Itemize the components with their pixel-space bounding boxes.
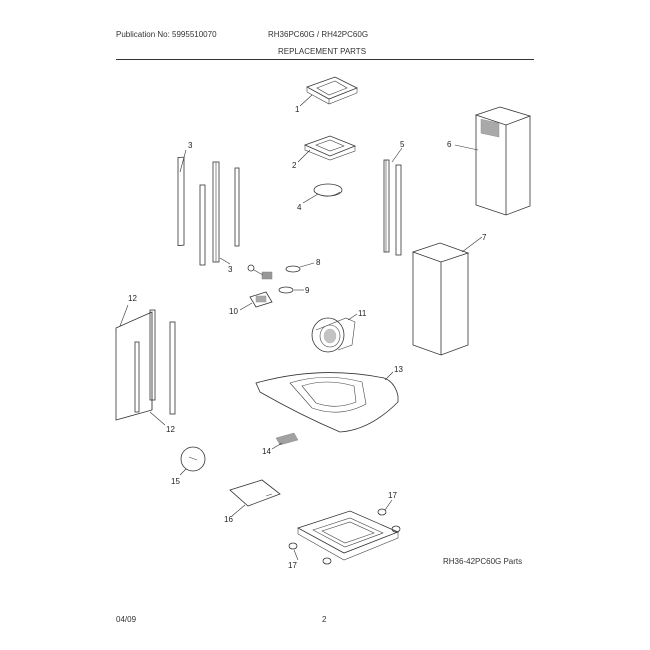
callout-1: 1 <box>295 105 300 114</box>
publication-number: Publication No: 5995510070 <box>116 30 217 39</box>
callout-17-bottom: 17 <box>288 561 297 570</box>
part-2-frame <box>297 135 357 163</box>
section-title: REPLACEMENT PARTS <box>278 47 367 56</box>
callout-3-bottom: 3 <box>228 265 233 274</box>
header-rule <box>116 59 534 60</box>
callout-11: 11 <box>358 309 367 318</box>
callout-12-bottom: 12 <box>166 425 175 434</box>
part-5-channel-rails <box>383 147 403 256</box>
callout-6: 6 <box>447 140 452 149</box>
callout-8: 8 <box>316 258 321 267</box>
callout-3-top: 3 <box>188 141 193 150</box>
callout-12-top: 12 <box>128 294 137 303</box>
page-number: 2 <box>322 615 327 624</box>
part-14-control <box>271 432 299 450</box>
callout-17-top: 17 <box>388 491 397 500</box>
callout-14: 14 <box>262 447 271 456</box>
part-12-side-brackets <box>115 304 176 426</box>
part-1-top-frame <box>299 76 358 107</box>
model-numbers: RH36PC60G / RH42PC60G <box>268 30 369 39</box>
callout-2: 2 <box>292 161 297 170</box>
part-8-bulb <box>285 262 315 273</box>
diagram-caption: RH36-42PC60G Parts <box>443 557 523 566</box>
part-15-label-disc <box>179 446 206 476</box>
callout-5: 5 <box>400 140 405 149</box>
part-17-bottom-frame <box>288 499 401 565</box>
callout-9: 9 <box>305 286 310 295</box>
part-13-hood-canopy <box>255 371 399 433</box>
part-4-disc <box>302 183 343 204</box>
callout-7: 7 <box>482 233 487 242</box>
callout-13: 13 <box>394 365 403 374</box>
callout-15: 15 <box>171 477 180 486</box>
part-10-switch <box>239 291 273 311</box>
footer-date: 04/09 <box>116 615 137 624</box>
part-9-socket <box>247 264 304 294</box>
part-3-channel-rails <box>177 149 240 266</box>
callout-10: 10 <box>229 307 238 316</box>
callout-4: 4 <box>297 203 302 212</box>
part-7-lower-chimney <box>411 236 483 356</box>
part-11-blower <box>311 313 358 353</box>
callout-16: 16 <box>224 515 233 524</box>
part-6-upper-chimney <box>454 106 532 216</box>
part-16-filter-panel <box>229 479 281 517</box>
